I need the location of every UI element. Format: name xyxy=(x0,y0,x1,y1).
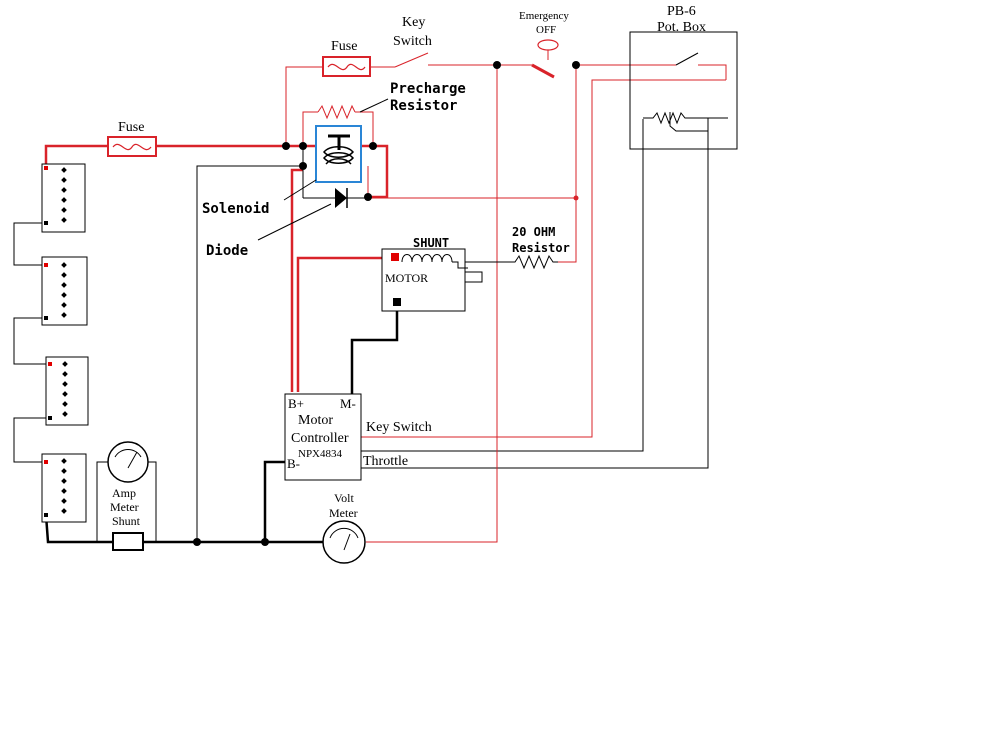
motor-controller: B+ M- Motor Controller NPX4834 B- Key Sw… xyxy=(284,393,432,481)
field-resistor: 20 OHM Resistor xyxy=(465,225,570,270)
volt-label-1: Volt xyxy=(334,491,354,505)
volt-meter-pos-lead xyxy=(366,65,498,543)
key-switch: Key Switch xyxy=(393,15,432,68)
throttle-wire-b xyxy=(361,131,709,469)
solenoid-box xyxy=(315,125,362,183)
solenoid-output xyxy=(361,144,389,199)
battery-2-positive xyxy=(44,263,48,267)
battery-1-positive xyxy=(44,166,48,170)
diode: Diode xyxy=(206,170,368,259)
key-fuse-branch xyxy=(285,66,323,146)
controller-bplus-label: B+ xyxy=(288,396,304,411)
motor: SHUNT MOTOR xyxy=(381,236,483,312)
controller-bminus-wire xyxy=(263,460,286,542)
diode-pointer xyxy=(257,203,332,241)
motor-label: MOTOR xyxy=(385,271,428,285)
main-positive-wire xyxy=(44,144,108,170)
battery-4-positive xyxy=(44,460,48,464)
battery-3-negative xyxy=(48,416,52,420)
estop-to-shunt-field xyxy=(558,65,577,263)
amp-shunt xyxy=(112,532,144,551)
key-fuse: Fuse xyxy=(322,39,371,77)
battery-2 xyxy=(41,256,88,326)
key-fuse-label: Fuse xyxy=(331,39,357,54)
precharge-resistor: Precharge Resistor xyxy=(317,81,466,120)
emergency-off-switch: Emergency OFF xyxy=(519,10,569,79)
pot-box: PB-6 Pot. Box xyxy=(629,4,738,150)
battery-2-negative xyxy=(44,316,48,320)
controller-bplus-wire xyxy=(290,168,303,392)
battery-1 xyxy=(41,163,86,233)
precharge-label-1: Precharge xyxy=(390,81,466,97)
key-switch-label-2: Switch xyxy=(393,34,432,49)
shunt-label: SHUNT xyxy=(413,236,449,250)
battery-1-negative xyxy=(44,221,48,225)
red-wires xyxy=(44,64,727,543)
emergency-label-1: Emergency xyxy=(519,10,569,22)
main-fuse-label: Fuse xyxy=(118,120,144,135)
main-fuse: Fuse xyxy=(107,120,157,157)
battery-3 xyxy=(45,356,89,426)
pb6-label: PB-6 xyxy=(667,4,696,19)
solenoid: Solenoid xyxy=(202,125,362,217)
precharge-pointer xyxy=(359,98,389,113)
amp-label-1: Amp xyxy=(112,486,136,500)
emergency-off-knob xyxy=(537,39,559,51)
motor-armature-terminal xyxy=(393,298,401,306)
controller-bplus-wire-2 xyxy=(296,256,395,392)
key-switch-label-1: Key xyxy=(402,15,425,30)
potbox-switch xyxy=(675,52,699,66)
diode-label: Diode xyxy=(206,243,248,259)
pot-box-label: Pot. Box xyxy=(657,20,706,35)
amp-meter: Amp Meter Shunt xyxy=(96,441,157,551)
controller-mminus-wire xyxy=(350,302,399,397)
res20-label-1: 20 OHM xyxy=(512,225,555,239)
battery-pack xyxy=(41,163,89,523)
volt-label-2: Meter xyxy=(329,506,358,520)
throttle-wire-label: Throttle xyxy=(363,454,408,469)
battery-4-negative xyxy=(44,513,48,517)
amp-meter-gauge xyxy=(107,441,149,483)
battery-3-positive xyxy=(48,362,52,366)
solenoid-coil-return xyxy=(196,165,303,542)
controller-model: NPX4834 xyxy=(298,448,343,460)
volt-meter: Volt Meter xyxy=(322,491,366,564)
solenoid-pointer xyxy=(283,179,317,201)
battery-4 xyxy=(41,453,87,523)
junction-dots xyxy=(193,61,580,546)
amp-label-2: Meter xyxy=(110,500,139,514)
precharge-label-2: Resistor xyxy=(390,98,457,114)
res20-label-2: Resistor xyxy=(512,241,570,255)
junction-dot-red xyxy=(573,195,579,201)
potbox-switch-out xyxy=(698,64,727,80)
negative-bus xyxy=(44,514,325,544)
potbox-potentiometer xyxy=(643,111,709,131)
battery-link-2-3 xyxy=(13,317,46,365)
potbox-wiper xyxy=(669,112,708,132)
motor-field-terminal xyxy=(391,253,399,261)
controller-box xyxy=(284,393,362,481)
controller-name-1: Motor xyxy=(298,413,333,428)
battery-link-3-4 xyxy=(13,417,47,463)
key-switch-return xyxy=(361,79,726,438)
controller-mminus-label: M- xyxy=(340,396,356,411)
controller-name-2: Controller xyxy=(291,431,349,446)
key-switch-wire-label: Key Switch xyxy=(366,420,432,435)
controller-bminus-label: B- xyxy=(287,456,300,471)
volt-meter-gauge xyxy=(322,520,366,564)
throttle-wire-a xyxy=(361,119,644,452)
precharge-loop-right xyxy=(355,111,374,146)
emergency-label-2: OFF xyxy=(536,24,556,36)
amp-label-3: Shunt xyxy=(112,514,141,528)
motor-shaft xyxy=(464,271,483,283)
solenoid-label: Solenoid xyxy=(202,201,269,217)
battery-link-1-2 xyxy=(13,222,42,266)
precharge-loop xyxy=(302,111,318,146)
